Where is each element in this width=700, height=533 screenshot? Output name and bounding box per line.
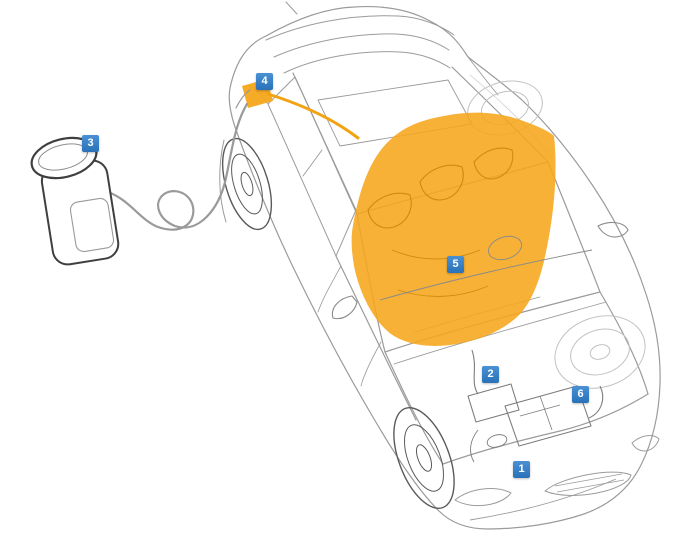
powertrain-components bbox=[467, 349, 604, 463]
marker-5[interactable]: 5 bbox=[447, 256, 464, 273]
marker-3[interactable]: 3 bbox=[82, 135, 99, 152]
interior-details bbox=[367, 147, 593, 301]
marker-6[interactable]: 6 bbox=[572, 386, 589, 403]
marker-1[interactable]: 1 bbox=[513, 461, 530, 478]
internal-charge-cable bbox=[266, 92, 360, 140]
marker-4[interactable]: 4 bbox=[256, 73, 273, 90]
side-mirrors bbox=[331, 221, 629, 320]
front-fascia bbox=[454, 435, 660, 521]
charging-station bbox=[30, 136, 120, 266]
battery-highlight bbox=[242, 79, 556, 346]
charging-cable bbox=[106, 89, 251, 231]
marker-2[interactable]: 2 bbox=[482, 366, 499, 383]
